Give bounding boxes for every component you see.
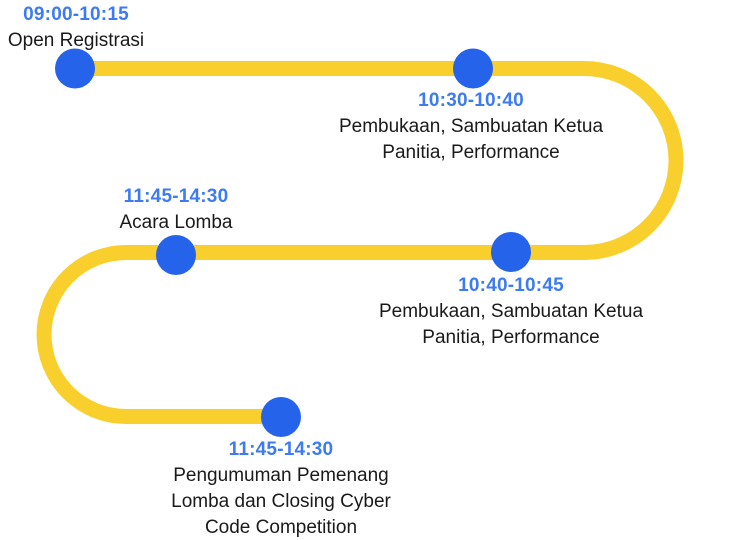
event-pengumuman-pemenang: 11:45-14:30 Pengumuman Pemenang Lomba da… [171,437,391,540]
timeline-node-2 [453,48,493,89]
timeline-node-4 [491,232,531,272]
event-label: Panitia, Performance [422,327,600,348]
event-label: Acara Lomba [119,212,233,233]
event-acara-lomba: 11:45-14:30 Acara Lomba [119,184,232,236]
event-time: 10:40-10:45 [458,275,564,296]
event-pembukaan-1: 10:30-10:40 Pembukaan, Sambuatan Ketua P… [339,88,603,166]
event-time: 11:45-14:30 [123,186,229,207]
event-label: Pembukaan, Sambuatan Ketua [378,301,644,322]
timeline-node-1 [55,48,95,89]
event-open-registrasi: 09:00-10:15 Open Registrasi [8,2,144,54]
event-label: Panitia, Performance [382,142,560,163]
event-time: 11:45-14:30 [228,439,334,460]
event-label: Open Registrasi [7,30,145,51]
event-pembukaan-2: 10:40-10:45 Pembukaan, Sambuatan Ketua P… [379,273,643,351]
timeline-path [36,61,684,424]
event-label: Code Competition [204,517,358,538]
timeline-node-5 [261,397,301,437]
event-time: 09:00-10:15 [23,4,129,25]
event-label: Pengumuman Pemenang [173,465,389,486]
event-label: Pembukaan, Sambuatan Ketua [338,116,604,137]
timeline-node-3 [156,235,196,275]
event-time: 10:30-10:40 [418,90,524,111]
event-label: Lomba dan Closing Cyber [171,491,391,512]
